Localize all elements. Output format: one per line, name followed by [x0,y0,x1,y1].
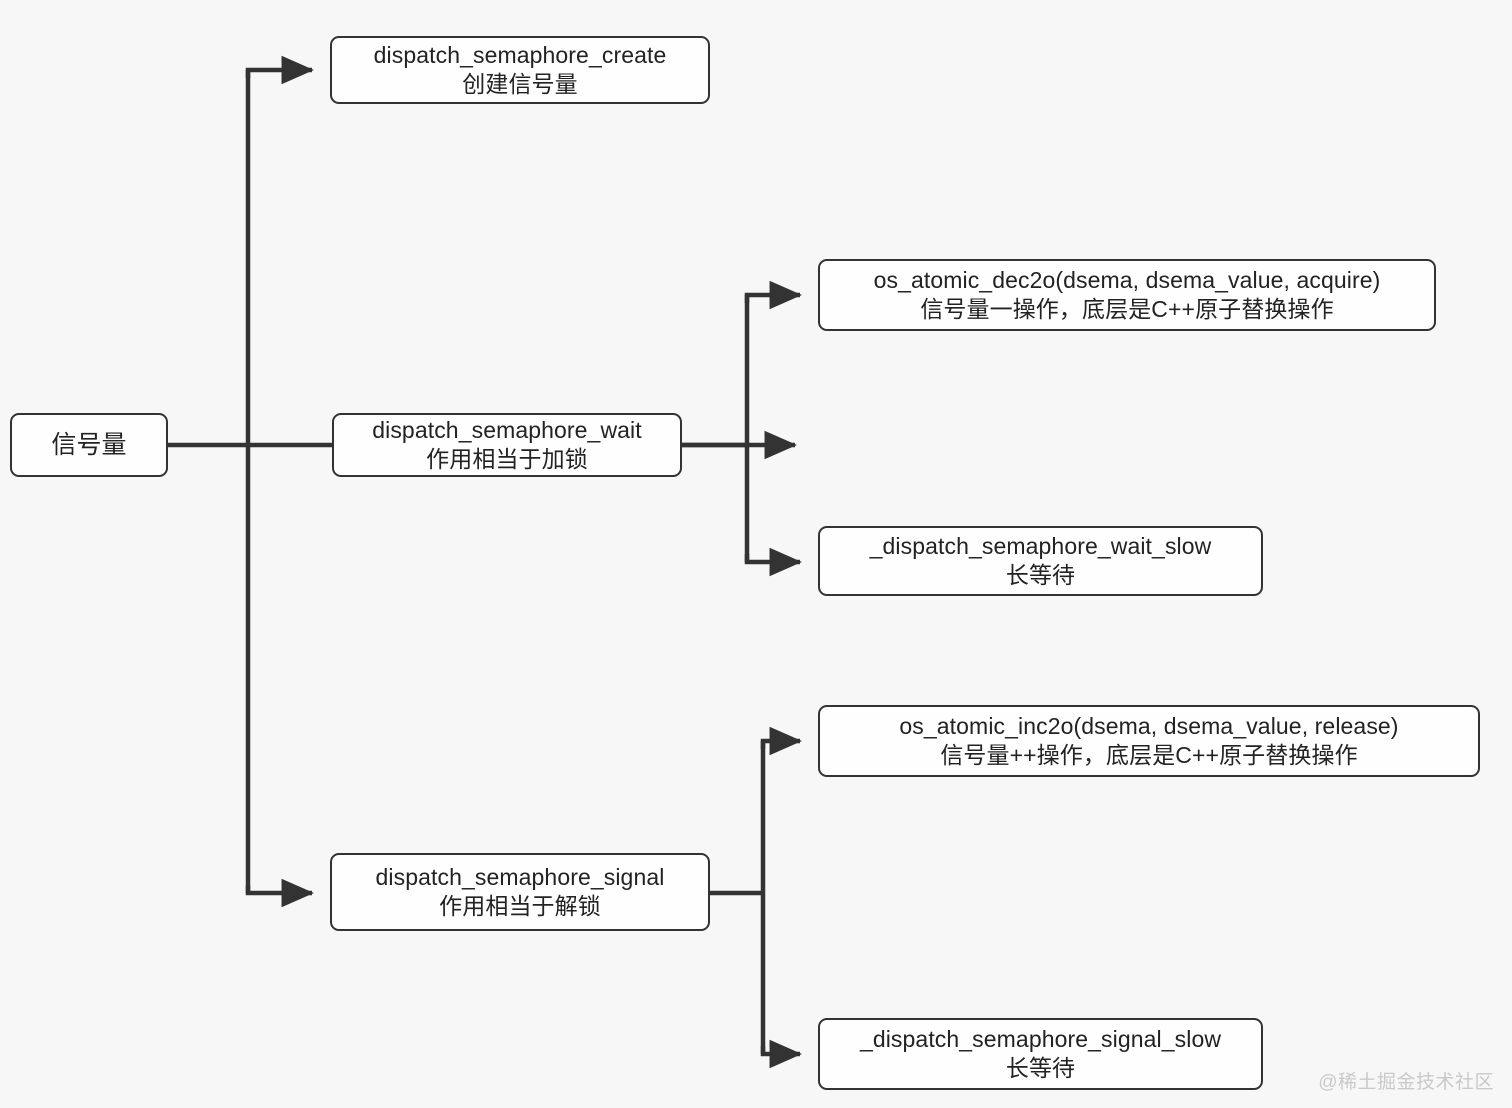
edge-trunk-to-create [245,55,314,85]
node-dispatch-semaphore-signal-slow-line2: 长等待 [1005,1055,1076,1081]
node-os-atomic-inc2o-line1: os_atomic_inc2o(dsema, dsema_value, rele… [899,712,1399,739]
node-os-atomic-dec2o-line2: 信号量一操作，底层是C++原子替换操作 [920,296,1334,322]
node-semaphore-root-line1: 信号量 [51,431,127,459]
node-dispatch-semaphore-signal-slow[interactable]: _dispatch_semaphore_signal_slow 长等待 [818,1018,1263,1090]
node-dispatch-semaphore-wait-slow[interactable]: _dispatch_semaphore_wait_slow 长等待 [818,526,1263,596]
node-os-atomic-inc2o[interactable]: os_atomic_inc2o(dsema, dsema_value, rele… [818,705,1480,777]
node-os-atomic-dec2o[interactable]: os_atomic_dec2o(dsema, dsema_value, acqu… [818,259,1436,331]
node-dispatch-semaphore-signal[interactable]: dispatch_semaphore_signal 作用相当于解锁 [330,853,710,931]
node-dispatch-semaphore-create-line1: dispatch_semaphore_create [373,41,667,68]
node-dispatch-semaphore-wait-line2: 作用相当于加锁 [426,446,588,472]
node-dispatch-semaphore-signal-slow-line1: _dispatch_semaphore_signal_slow [859,1025,1222,1052]
node-dispatch-semaphore-wait[interactable]: dispatch_semaphore_wait 作用相当于加锁 [332,413,682,477]
node-dispatch-semaphore-signal-line2: 作用相当于解锁 [439,893,601,919]
node-dispatch-semaphore-wait-slow-line1: _dispatch_semaphore_wait_slow [869,532,1212,559]
edge-trunk-to-signal [245,878,314,908]
watermark: @稀土掘金技术社区 [1318,1072,1494,1093]
node-dispatch-semaphore-create-line2: 创建信号量 [462,71,578,97]
node-dispatch-semaphore-signal-line1: dispatch_semaphore_signal [375,863,665,890]
node-os-atomic-dec2o-line1: os_atomic_dec2o(dsema, dsema_value, acqu… [873,266,1381,293]
edge-signal-to-inc2o [760,726,802,756]
edge-wait-to-waitslow [744,547,802,577]
edge-wait-to-dec2o [744,280,802,310]
node-dispatch-semaphore-create[interactable]: dispatch_semaphore_create 创建信号量 [330,36,710,104]
node-dispatch-semaphore-wait-slow-line2: 长等待 [1005,562,1076,588]
edge-signal-to-signalslow [760,1039,802,1069]
node-dispatch-semaphore-wait-line1: dispatch_semaphore_wait [372,416,642,443]
node-semaphore-root[interactable]: 信号量 [10,413,168,477]
node-os-atomic-inc2o-line2: 信号量++操作，底层是C++原子替换操作 [940,742,1358,768]
